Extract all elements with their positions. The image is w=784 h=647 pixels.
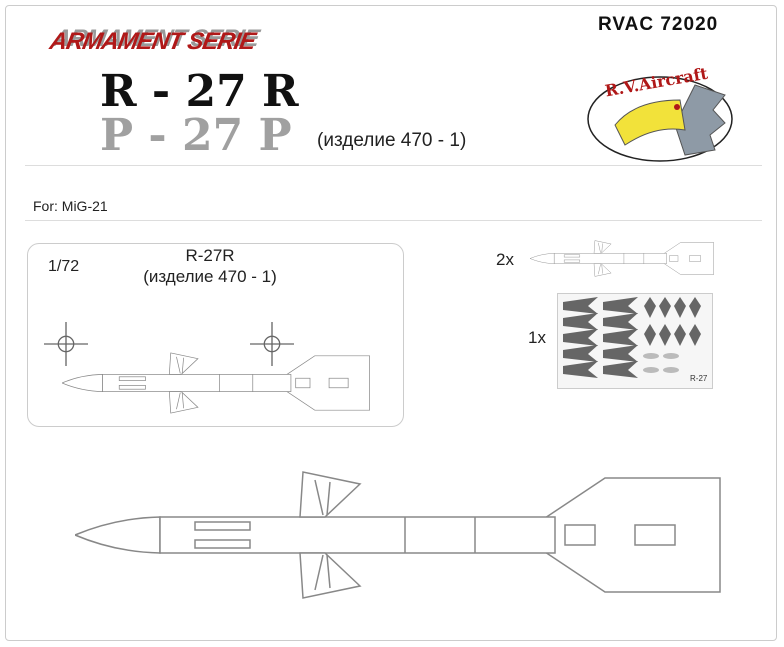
photoetch-sheet [557, 293, 713, 389]
page-frame [5, 5, 777, 641]
scale-drawing-box [27, 243, 404, 427]
sheet-label: R-27 [690, 374, 708, 383]
missile-quantity: 2x [496, 250, 514, 269]
title-latin: R - 27 R [100, 66, 299, 117]
for-aircraft: For: MiG-21 [33, 198, 108, 214]
title-cyrillic: Р - 27 Р [100, 110, 292, 161]
divider [25, 165, 762, 166]
missile-large-drawing [75, 470, 725, 600]
sheet-quantity: 1x [528, 328, 546, 347]
box-designation: (изделие 470 - 1) [143, 267, 277, 286]
divider [25, 220, 762, 221]
series-title: ARMAMENT SERIE [47, 28, 258, 55]
product-code: RVAC 72020 [598, 14, 719, 35]
scale-label: 1/72 [48, 258, 80, 275]
photoetch-parts [563, 297, 701, 378]
subtitle: (изделие 470 - 1) [317, 130, 467, 151]
missile-part-drawing [530, 240, 715, 277]
rv-aircraft-logo: R.V.Aircraft [587, 64, 733, 162]
missile-1-72-drawing [62, 352, 372, 414]
box-missile-name: R-27R [185, 246, 235, 265]
